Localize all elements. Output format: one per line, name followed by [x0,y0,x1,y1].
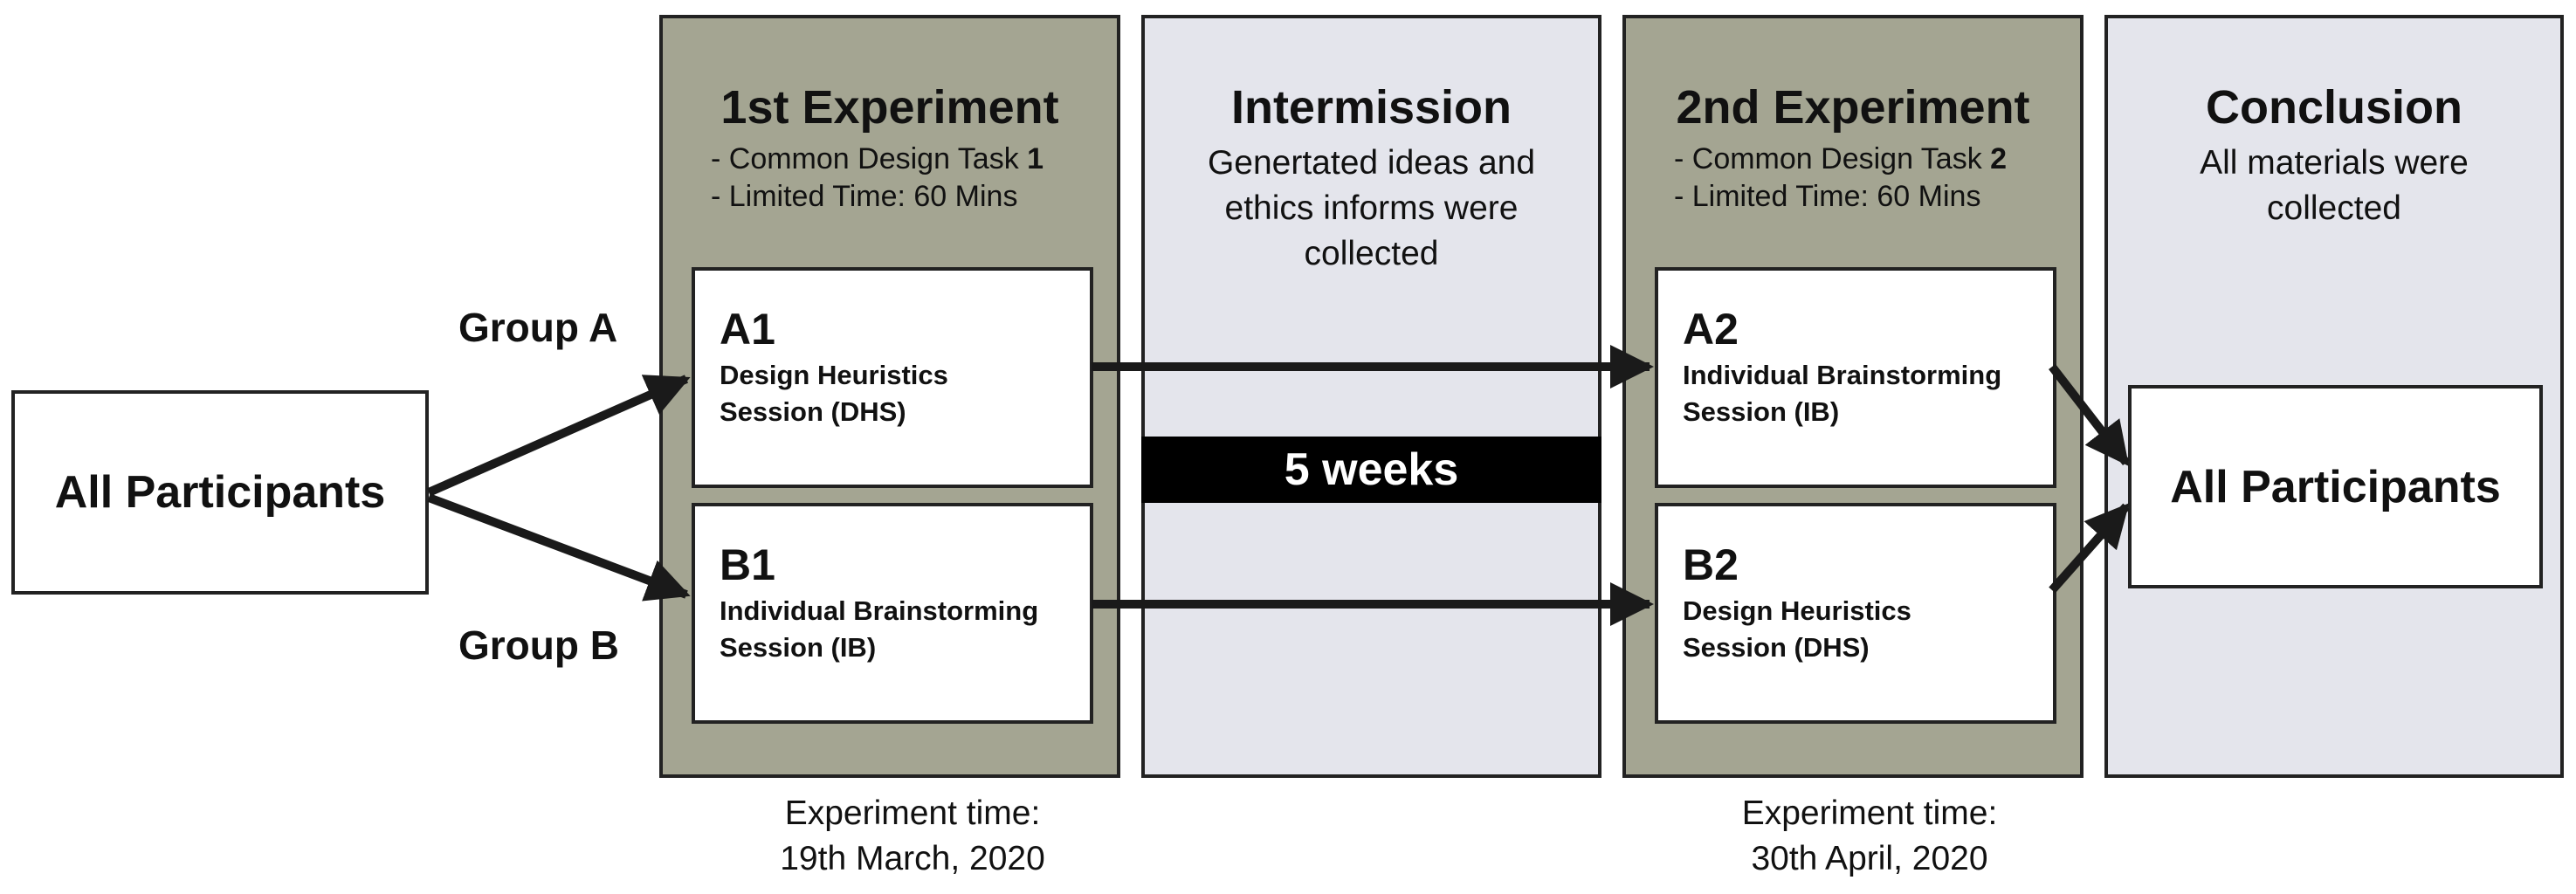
intermission-title: Intermission [1230,81,1512,134]
experiment1-title: 1st Experiment [720,81,1059,134]
session-b1-box: B1 Individual Brainstorming Session (IB) [692,503,1093,724]
session-b2-name: Design Heuristics Session (DHS) [1683,593,1911,666]
experiment1-task-line: - Common Design Task 1 [711,141,1043,178]
arrow-start-to-b1 [427,493,691,602]
intermission-desc-line2: ethics informs were [1224,189,1519,227]
experiment1-time-limit: - Limited Time: 60 Mins [711,180,1018,213]
group-a-label: Group A [458,305,618,350]
experiment2-time-limit: - Limited Time: 60 Mins [1674,180,1981,213]
experiment2-task-prefix: - Common Design Task [1674,142,1991,175]
duration-label: 5 weeks [1284,444,1459,495]
session-a1-name: Design Heuristics Session (DHS) [720,357,948,430]
arrow-a2-to-end [2049,363,2130,466]
experiment1-task-number: 1 [1027,142,1044,175]
all-participants-end-box: All Participants [2128,385,2543,588]
conclusion-description: All materials were collected [2125,141,2543,231]
session-a2-name-line2: Session (IB) [1683,396,1840,427]
arrow-b2-to-end [2049,503,2130,594]
experiment2-date-line2: 30th April, 2020 [1751,840,1988,877]
experiment1-task-prefix: - Common Design Task [711,142,1028,175]
session-a1-name-line1: Design Heuristics [720,360,948,390]
session-b1-code: B1 [720,540,775,589]
experiment2-date-line1: Experiment time: [1741,794,1998,832]
experiment1-date-line1: Experiment time: [784,794,1041,832]
session-b1-name: Individual Brainstorming Session (IB) [720,593,1038,666]
experiment2-date: Experiment time: 30th April, 2020 [1686,791,2053,882]
session-a2-name-line1: Individual Brainstorming [1683,360,2002,390]
session-a2-code: A2 [1683,305,1739,354]
conclusion-desc-line2: collected [2267,189,2401,227]
all-participants-start-label: All Participants [54,467,386,518]
all-participants-start-box: All Participants [11,390,429,595]
session-a1-name-line2: Session (DHS) [720,396,906,427]
session-b2-name-line2: Session (DHS) [1683,632,1870,663]
arrow-start-to-a1 [426,375,691,497]
intermission-panel: Intermission Genertated ideas and ethics… [1141,15,1601,778]
intermission-desc-line1: Genertated ideas and [1207,144,1536,182]
all-participants-end-label: All Participants [2170,461,2501,512]
conclusion-title: Conclusion [2206,81,2462,134]
experiment2-task-line: - Common Design Task 2 [1674,141,2007,178]
experiment1-details: - Common Design Task 1 - Limited Time: 6… [711,141,1043,216]
experiment2-panel: 2nd Experiment - Common Design Task 2 - … [1622,15,2084,778]
experiment1-date-line2: 19th March, 2020 [780,840,1045,877]
group-b-label: Group B [458,622,619,668]
experiment1-date: Experiment time: 19th March, 2020 [729,791,1096,882]
session-a1-code: A1 [720,305,775,354]
experiment2-details: - Common Design Task 2 - Limited Time: 6… [1674,141,2007,216]
conclusion-panel: Conclusion All materials were collected … [2104,15,2564,778]
experiment1-panel: 1st Experiment - Common Design Task 1 - … [659,15,1120,778]
session-a2-box: A2 Individual Brainstorming Session (IB) [1655,267,2056,488]
session-b2-name-line1: Design Heuristics [1683,595,1911,626]
session-a1-box: A1 Design Heuristics Session (DHS) [692,267,1093,488]
session-b2-box: B2 Design Heuristics Session (DHS) [1655,503,2056,724]
session-a2-name: Individual Brainstorming Session (IB) [1683,357,2001,430]
session-b1-name-line2: Session (IB) [720,632,877,663]
intermission-desc-line3: collected [1304,235,1439,272]
conclusion-desc-line1: All materials were [2200,144,2469,182]
session-b2-code: B2 [1683,540,1739,589]
experiment2-title: 2nd Experiment [1676,81,2030,134]
experiment2-task-number: 2 [1990,142,2008,175]
duration-bar: 5 weeks [1141,437,1601,503]
intermission-description: Genertated ideas and ethics informs were… [1162,141,1581,277]
session-b1-name-line1: Individual Brainstorming [720,595,1039,626]
